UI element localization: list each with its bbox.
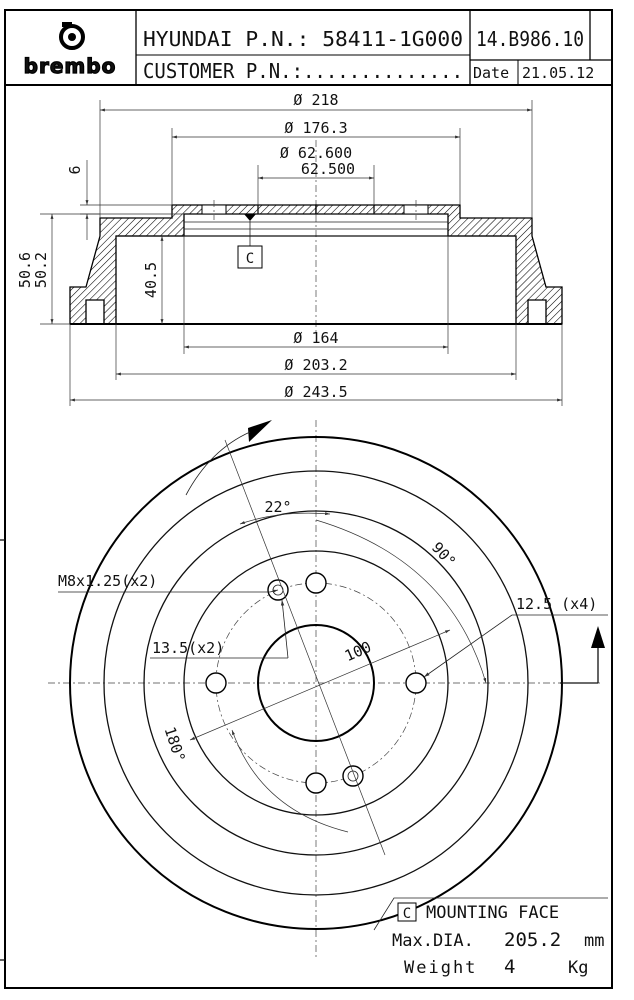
- threaded-hole: [342, 765, 364, 787]
- dim-50-2: 50.2: [32, 252, 50, 288]
- dim-dia-243-5: Ø 243.5: [284, 383, 347, 401]
- dim-dia-164: Ø 164: [293, 329, 338, 347]
- drum-circle: [103, 470, 529, 896]
- hole-13-5-callout: 13.5(x2): [152, 639, 224, 657]
- dim-50-6: 50.6: [16, 252, 34, 288]
- drum-section-view: C Ø 218 Ø 176.3 Ø 62.600 62.500 6 50.6 5…: [16, 91, 563, 406]
- mounting-face-datum-box: [397, 902, 417, 922]
- angle-180: 180°: [161, 724, 189, 764]
- max-dia-unit: mm: [584, 931, 604, 951]
- bolt-hole: [305, 772, 327, 794]
- dim-dia-203-2: Ø 203.2: [284, 356, 347, 374]
- section-wall-right: [315, 204, 563, 325]
- bolt-hole: [205, 672, 227, 694]
- drawing-code: 14.B986.10: [476, 27, 584, 51]
- braking-surface-circle: [143, 510, 489, 856]
- weight-value: 4: [504, 956, 515, 978]
- dim-dia-218: Ø 218: [293, 91, 338, 109]
- mounting-face-label: MOUNTING FACE: [426, 903, 559, 923]
- sheet-border: [4, 9, 613, 989]
- max-dia-value: 205.2: [504, 929, 561, 951]
- oem-part-number: HYUNDAI P.N.: 58411-1G000: [143, 27, 463, 51]
- dim-6: 6: [66, 165, 84, 174]
- dim-40-5: 40.5: [142, 262, 160, 298]
- hole-12-5-callout: 12.5 (x4): [516, 595, 597, 613]
- brembo-logo: brembo: [23, 22, 117, 79]
- notes-block: C MOUNTING FACE Max.DIA. 205.2 mm Weight…: [373, 897, 608, 978]
- drum-front-view: 22° 90° 180° 100 M8x1.25(x2) 13.5(x2) 12…: [48, 420, 608, 960]
- section-wall-left: [69, 204, 317, 325]
- date-value: 21.05.12: [522, 64, 594, 82]
- datum-c-box: [237, 245, 263, 269]
- date-label: Date: [473, 64, 509, 82]
- max-dia-label: Max.DIA.: [392, 931, 474, 951]
- dim-dia-176-3: Ø 176.3: [284, 119, 347, 137]
- threaded-hole-inner: [347, 770, 359, 782]
- bolt-hole: [405, 672, 427, 694]
- brand-wordmark: brembo: [24, 54, 117, 78]
- view-direction-arrow-icon: [591, 626, 605, 648]
- angle-90: 90°: [428, 539, 460, 571]
- customer-part-number: CUSTOMER P.N.:..............: [143, 59, 463, 83]
- weight-label: Weight: [404, 958, 477, 978]
- bolt-hole: [305, 572, 327, 594]
- mounting-face-datum: C: [403, 906, 411, 922]
- thread-callout: M8x1.25(x2): [58, 572, 157, 590]
- dim-dia-62-500: 62.500: [301, 160, 355, 178]
- rotation-arrow-icon: [248, 420, 272, 442]
- dim-dia-62-600: Ø 62.600: [280, 144, 352, 162]
- weight-unit: Kg: [568, 958, 588, 978]
- datum-c-label: C: [246, 251, 254, 267]
- angle-22: 22°: [264, 498, 291, 516]
- title-block: brembo HYUNDAI P.N.: 58411-1G000 14.B986…: [5, 10, 612, 86]
